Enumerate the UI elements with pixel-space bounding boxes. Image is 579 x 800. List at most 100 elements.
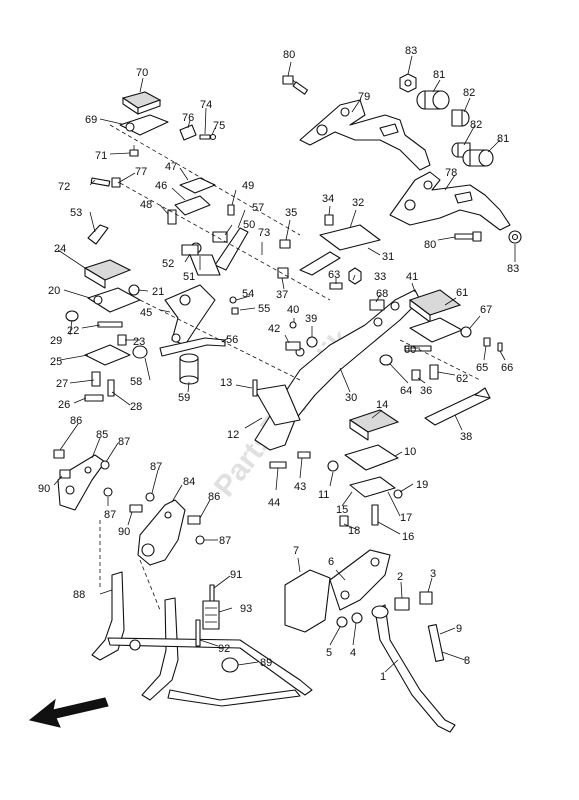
callout-78: 78 bbox=[445, 167, 457, 179]
bracket-15-17 bbox=[349, 476, 396, 498]
callout-76: 76 bbox=[182, 112, 194, 124]
callout-86b: 86 bbox=[208, 491, 220, 503]
callout-46: 46 bbox=[155, 180, 167, 192]
callout-26: 26 bbox=[58, 399, 70, 411]
callout-45: 45 bbox=[140, 307, 152, 319]
footrest-69 bbox=[119, 114, 169, 136]
callout-93: 93 bbox=[240, 603, 252, 615]
bolt-54-55 bbox=[229, 296, 239, 315]
bolt-13 bbox=[252, 379, 258, 397]
callout-81a: 81 bbox=[433, 69, 445, 81]
washer-4-5 bbox=[336, 612, 363, 628]
nut-21 bbox=[128, 284, 140, 296]
roller-59 bbox=[179, 353, 199, 385]
callout-10: 10 bbox=[404, 446, 416, 458]
bushing-68 bbox=[369, 299, 385, 311]
callout-12: 12 bbox=[227, 429, 239, 441]
rod-56 bbox=[159, 337, 226, 357]
callout-41: 41 bbox=[406, 271, 418, 283]
callout-5: 5 bbox=[326, 647, 332, 659]
main-stand-88 bbox=[91, 571, 313, 707]
callout-54: 54 bbox=[242, 288, 254, 300]
callout-35: 35 bbox=[285, 207, 297, 219]
bolt-42 bbox=[285, 341, 301, 351]
callout-86a: 86 bbox=[70, 415, 82, 427]
callout-29: 29 bbox=[50, 335, 62, 347]
callout-34: 34 bbox=[322, 193, 334, 205]
bracket-53 bbox=[87, 224, 109, 245]
bushing-82-top bbox=[451, 109, 470, 127]
bushing-58 bbox=[132, 345, 148, 359]
pin-92 bbox=[195, 619, 201, 647]
footrest-bracket-45 bbox=[164, 284, 216, 346]
callout-37: 37 bbox=[276, 289, 288, 301]
callout-62: 62 bbox=[456, 373, 468, 385]
callout-8: 8 bbox=[464, 655, 470, 667]
callout-numbers: 1 2 3 4 5 6 7 8 9 10 11 12 13 14 15 16 1… bbox=[38, 45, 519, 683]
collar-50 bbox=[212, 231, 228, 243]
collar-81-top bbox=[416, 90, 450, 110]
washer-83-lower bbox=[508, 230, 522, 244]
callout-16: 16 bbox=[402, 531, 414, 543]
bracket-84 bbox=[137, 499, 186, 566]
bolt-43-44 bbox=[269, 451, 311, 469]
callout-2: 2 bbox=[397, 571, 403, 583]
bracket-57-51 bbox=[189, 227, 249, 276]
callout-52: 52 bbox=[162, 258, 174, 270]
callout-3: 3 bbox=[430, 568, 436, 580]
callout-43: 43 bbox=[294, 481, 306, 493]
side-stand-1 bbox=[371, 604, 456, 733]
front-arrow-icon bbox=[28, 697, 109, 728]
callout-21: 21 bbox=[152, 286, 164, 298]
callout-87a: 87 bbox=[118, 436, 130, 448]
callout-73: 73 bbox=[258, 227, 270, 239]
pin-60 bbox=[404, 345, 432, 352]
callout-7: 7 bbox=[293, 545, 299, 557]
callout-55: 55 bbox=[258, 303, 270, 315]
bolt-16-18 bbox=[339, 504, 379, 527]
bracket-25 bbox=[84, 344, 131, 366]
callout-27: 27 bbox=[56, 378, 68, 390]
callout-90a: 90 bbox=[38, 483, 50, 495]
bolts-86-87-90 bbox=[53, 449, 205, 545]
callout-58: 58 bbox=[130, 376, 142, 388]
callout-1: 1 bbox=[380, 671, 386, 683]
cover-7 bbox=[284, 569, 331, 633]
washer-64 bbox=[379, 354, 393, 366]
callout-87d: 87 bbox=[219, 535, 231, 547]
bolt-27 bbox=[91, 371, 101, 387]
bracket-6 bbox=[329, 549, 391, 611]
callout-79: 79 bbox=[358, 91, 370, 103]
bolt-2 bbox=[394, 597, 410, 611]
callout-64: 64 bbox=[400, 385, 412, 397]
callout-17: 17 bbox=[400, 512, 412, 524]
callout-90b: 90 bbox=[118, 526, 130, 538]
nut-83-top bbox=[399, 73, 417, 93]
callout-36: 36 bbox=[420, 385, 432, 397]
callout-63: 63 bbox=[328, 269, 340, 281]
callout-42: 42 bbox=[268, 323, 280, 335]
bolt-71 bbox=[129, 145, 139, 157]
callout-71: 71 bbox=[95, 150, 107, 162]
footrest-bracket-47 bbox=[179, 177, 216, 194]
bolt-72 bbox=[90, 177, 121, 188]
callout-49: 49 bbox=[242, 180, 254, 192]
nut-3 bbox=[419, 591, 433, 605]
callout-14: 14 bbox=[376, 399, 388, 411]
callout-19: 19 bbox=[416, 479, 428, 491]
callout-82b: 82 bbox=[470, 119, 482, 131]
callout-65: 65 bbox=[476, 362, 488, 374]
callout-13: 13 bbox=[220, 377, 232, 389]
callout-84: 84 bbox=[183, 476, 195, 488]
callout-87c: 87 bbox=[104, 509, 116, 521]
footrest-38 bbox=[424, 387, 491, 426]
callout-4: 4 bbox=[350, 647, 356, 659]
bolt-49 bbox=[227, 204, 235, 216]
callout-77: 77 bbox=[135, 166, 147, 178]
pin-74-75 bbox=[199, 133, 217, 141]
callout-70: 70 bbox=[136, 67, 148, 79]
callout-40: 40 bbox=[287, 304, 299, 316]
footrest-rubber-70 bbox=[121, 91, 162, 115]
callout-32: 32 bbox=[352, 197, 364, 209]
